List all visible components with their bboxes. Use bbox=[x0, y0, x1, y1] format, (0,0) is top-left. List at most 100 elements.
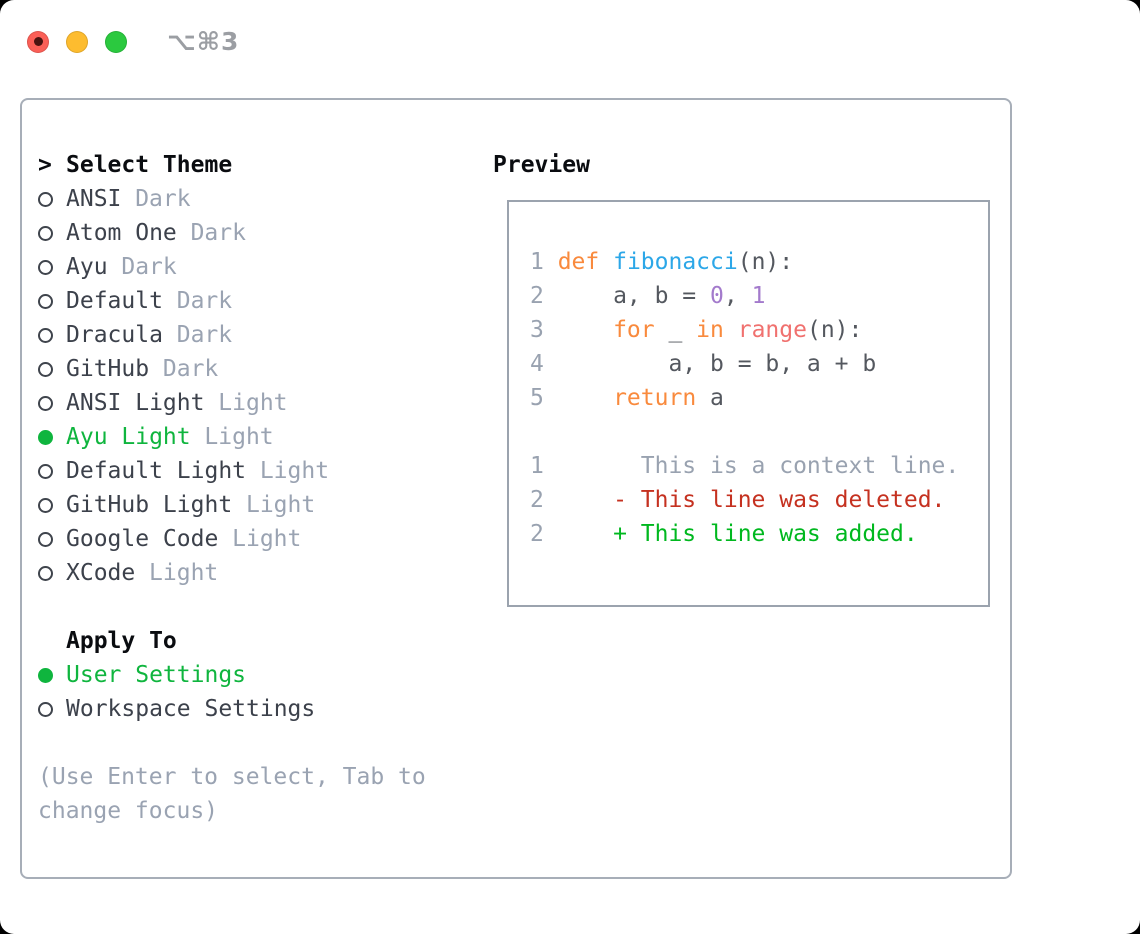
code-token bbox=[599, 249, 613, 275]
code-token: , bbox=[723, 283, 752, 309]
code-line: 2 - This line was deleted. bbox=[530, 483, 988, 517]
apply-option-user-settings[interactable]: User Settings bbox=[38, 658, 493, 692]
radio-icon bbox=[38, 361, 53, 377]
minimize-button[interactable] bbox=[66, 30, 88, 53]
theme-name: Default bbox=[66, 288, 163, 314]
code-token bbox=[558, 385, 613, 411]
line-number: 2 bbox=[530, 283, 544, 309]
theme-variant: Dark bbox=[135, 186, 191, 212]
radio-icon bbox=[38, 327, 53, 343]
theme-name: ANSI Light bbox=[66, 390, 205, 416]
code-token: fibonacci bbox=[613, 249, 738, 275]
theme-variant: Dark bbox=[190, 220, 246, 246]
radio-icon bbox=[38, 395, 53, 411]
radio-cell bbox=[38, 531, 66, 547]
theme-option-google-code[interactable]: Google Code Light bbox=[38, 522, 493, 556]
cursor-cell: > bbox=[38, 148, 66, 182]
line-number: 2 bbox=[530, 521, 544, 547]
theme-name: Ayu bbox=[66, 254, 108, 280]
code-token: a, b = bbox=[557, 283, 711, 309]
code-token: a bbox=[696, 385, 724, 411]
theme-option-ayu[interactable]: Ayu Dark bbox=[38, 250, 493, 284]
theme-name: GitHub bbox=[66, 356, 150, 382]
theme-name: Ayu Light bbox=[66, 424, 191, 450]
theme-variant: Dark bbox=[176, 322, 233, 348]
radio-cell bbox=[38, 565, 66, 581]
radio-cell bbox=[38, 395, 66, 411]
spacer bbox=[38, 590, 493, 624]
theme-option-ansi[interactable]: ANSI Dark bbox=[38, 182, 493, 216]
code-line: 2 a, b = 0, 1 bbox=[530, 279, 988, 313]
code-line: 4 a, b = b, a + b bbox=[530, 347, 988, 381]
line-number: 3 bbox=[530, 317, 544, 343]
theme-option-dracula[interactable]: Dracula Dark bbox=[38, 318, 493, 352]
theme-variant: Light bbox=[232, 526, 302, 552]
theme-name: Google Code bbox=[66, 526, 219, 552]
code-token: a, b = b, a + b bbox=[557, 351, 877, 377]
code-token: range bbox=[737, 317, 807, 343]
titlebar: ⌥⌘3 bbox=[27, 27, 239, 56]
tab-title: ⌥⌘3 bbox=[167, 27, 240, 56]
code-token: (n): bbox=[806, 317, 863, 343]
line-number: 2 bbox=[530, 487, 544, 513]
radio-cell bbox=[38, 225, 66, 241]
radio-cell bbox=[38, 463, 66, 479]
theme-name: ANSI bbox=[66, 186, 122, 212]
radio-cell bbox=[38, 497, 66, 513]
preview-title: Preview bbox=[493, 152, 590, 178]
radio-cell bbox=[38, 293, 66, 309]
theme-variant: Light bbox=[259, 458, 330, 484]
apply-option-label: Workspace Settings bbox=[66, 696, 316, 722]
apply-to-header: Apply To bbox=[38, 624, 493, 658]
radio-icon bbox=[38, 259, 53, 275]
theme-variant: Dark bbox=[176, 288, 233, 314]
theme-name: Dracula bbox=[66, 322, 163, 348]
line-number: 5 bbox=[530, 385, 544, 411]
hint-text: (Use Enter to select, Tab to change focu… bbox=[38, 764, 426, 824]
radio-cell bbox=[38, 327, 66, 343]
zoom-button[interactable] bbox=[105, 30, 127, 53]
radio-cell bbox=[38, 361, 66, 377]
theme-variant: Light bbox=[245, 492, 316, 518]
radio-icon bbox=[38, 463, 53, 479]
select-theme-title: Select Theme bbox=[66, 152, 233, 178]
close-button[interactable] bbox=[27, 30, 49, 53]
theme-option-github[interactable]: GitHub Dark bbox=[38, 352, 493, 386]
apply-option-label: User Settings bbox=[66, 662, 247, 688]
apply-option-workspace-settings[interactable]: Workspace Settings bbox=[38, 692, 493, 726]
theme-option-default-light[interactable]: Default Light Light bbox=[38, 454, 493, 488]
theme-variant: Dark bbox=[121, 254, 177, 280]
radio-icon bbox=[38, 701, 53, 717]
line-number: 4 bbox=[530, 351, 544, 377]
code-token: - This line was deleted. bbox=[557, 487, 946, 513]
code-token: This is a context line. bbox=[557, 453, 960, 479]
theme-option-default[interactable]: Default Dark bbox=[38, 284, 493, 318]
theme-variant: Dark bbox=[162, 356, 219, 382]
code-line: 3 for _ in range(n): bbox=[530, 313, 988, 347]
code-token: in bbox=[696, 317, 724, 343]
code-line: 5 return a bbox=[530, 381, 988, 415]
code-token: (n): bbox=[737, 249, 794, 275]
radio-icon bbox=[38, 225, 53, 241]
code-line: 1 This is a context line. bbox=[530, 449, 988, 483]
theme-name: Default Light bbox=[66, 458, 247, 484]
radio-cell bbox=[38, 667, 66, 683]
code-token: + This line was added. bbox=[557, 521, 918, 547]
apply-to-title: Apply To bbox=[66, 628, 177, 654]
select-theme-header: > Select Theme bbox=[38, 148, 493, 182]
radio-icon bbox=[38, 497, 53, 513]
code-line: 2 + This line was added. bbox=[530, 517, 988, 551]
selection-cursor-icon: > bbox=[38, 152, 52, 178]
radio-icon bbox=[38, 293, 53, 309]
